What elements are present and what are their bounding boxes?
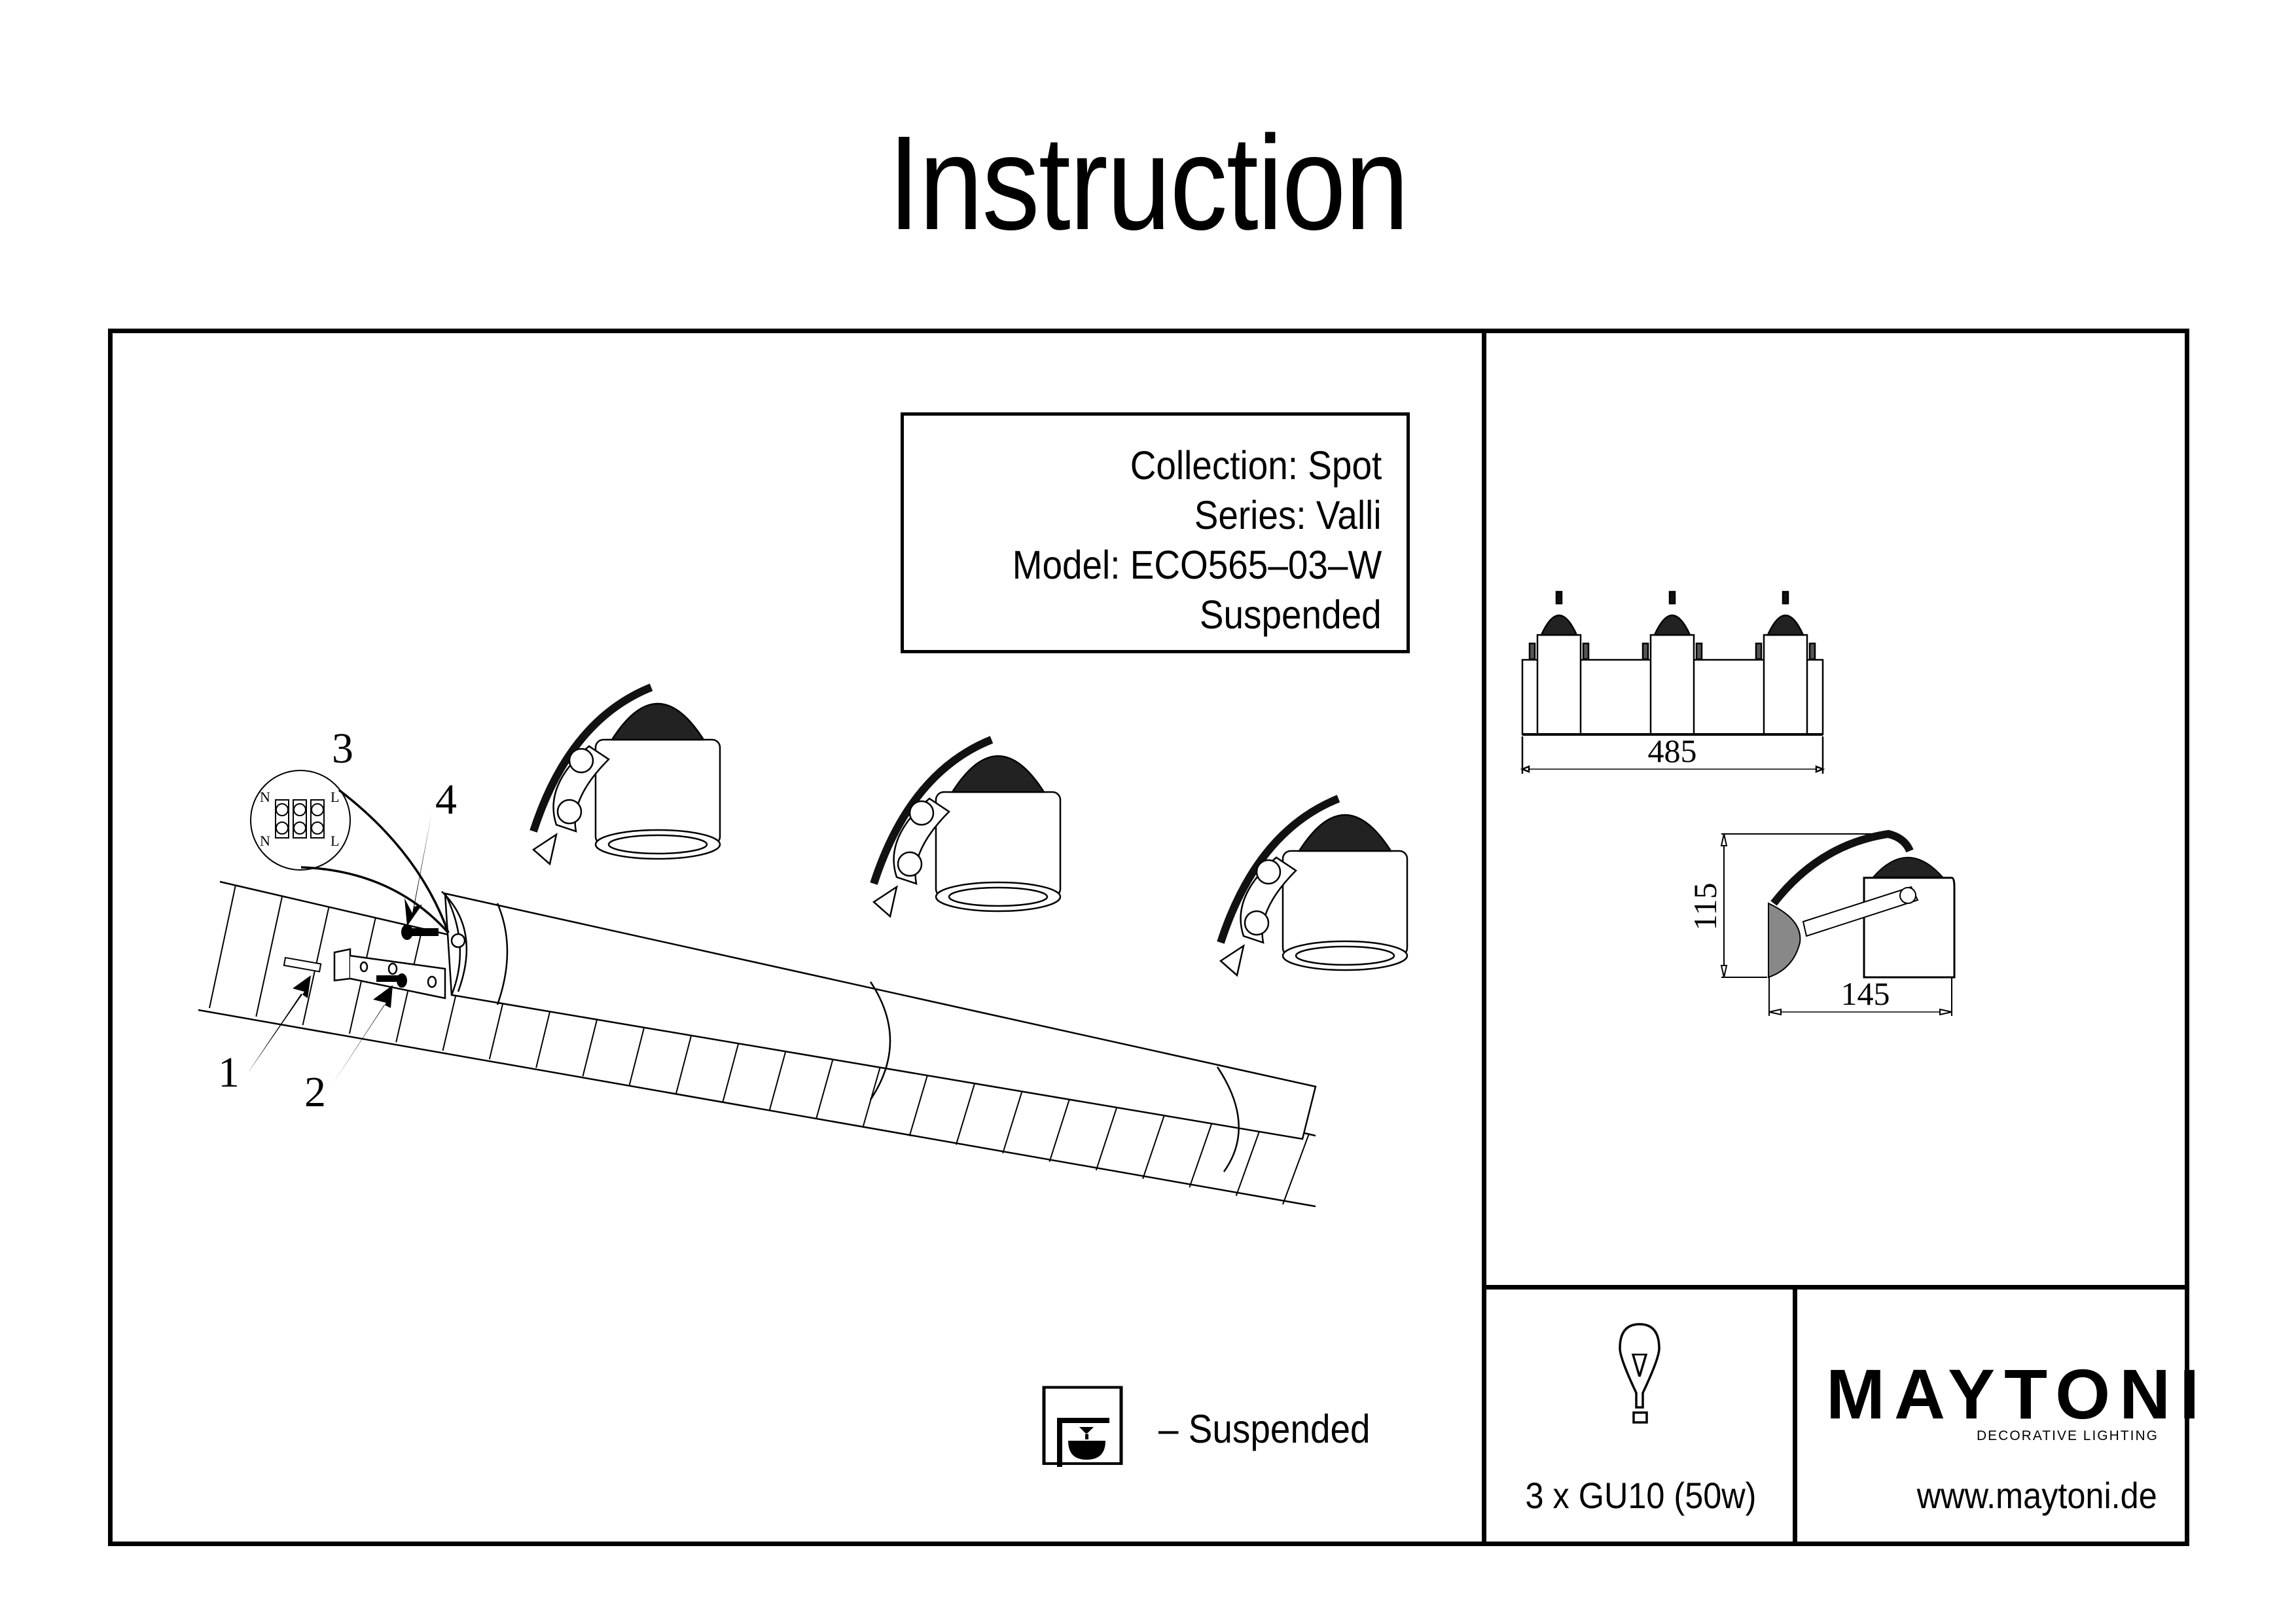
footer-divider-vertical [1793, 1285, 1797, 1546]
front-view-drawing: 485 [1520, 590, 1825, 774]
brand-logo: MAYTONI [1826, 1354, 2209, 1434]
brand-tagline: DECORATIVE LIGHTING [1977, 1428, 2159, 1443]
width-dimension: 485 [1648, 732, 1697, 769]
terminal-block-detail [250, 770, 450, 934]
depth-dimension: 145 [1841, 975, 1890, 1012]
callout-3: 3 [332, 725, 353, 772]
mounting-label: Suspended [1200, 592, 1382, 637]
callout-4: 4 [435, 776, 457, 823]
terminal-l-bottom: L [331, 833, 339, 849]
legend-label: – Suspended [1158, 1407, 1371, 1451]
screw-2 [376, 973, 407, 988]
hatch-line [1282, 1133, 1310, 1205]
light-bulb-icon [1619, 1323, 1660, 1424]
spotlight-3 [1217, 795, 1408, 977]
side-view-drawing: 145 115 [1687, 829, 1956, 1016]
spotlight-2 [870, 736, 1062, 918]
height-dimension: 115 [1687, 882, 1723, 930]
suspended-mount-icon [1042, 1386, 1123, 1467]
hatch-line [209, 884, 236, 1009]
website-link[interactable]: www.maytoni.de [1917, 1475, 2157, 1516]
front-head-3 [1755, 590, 1816, 736]
rail-body [444, 892, 1317, 1172]
callout-2: 2 [304, 1068, 326, 1116]
arrow-2 [332, 985, 393, 1085]
panel-divider-horizontal [1482, 1285, 2189, 1290]
callout-1: 1 [218, 1049, 240, 1096]
lamp-spec: 3 x GU10 (50w) [1525, 1475, 1757, 1516]
callout-arrows [247, 812, 432, 1085]
outer-frame [108, 329, 2189, 1546]
series-label: Series: Valli [1194, 493, 1382, 537]
wall-plug-1 [283, 956, 322, 973]
arrow-1 [247, 975, 311, 1074]
arrow-4 [404, 812, 432, 926]
front-head-1 [1528, 590, 1590, 736]
page-title: Instruction [888, 108, 1409, 258]
terminal-n-bottom: N [260, 833, 270, 849]
screw-4 [401, 924, 439, 940]
product-info-box: Collection: Spot Series: Valli Model: EC… [901, 412, 1410, 653]
hatch-line [1235, 1123, 1263, 1197]
hatch-line [1189, 1111, 1217, 1188]
terminal-l-top: L [331, 789, 339, 805]
model-label: Model: ECO565–03–W [1012, 543, 1382, 587]
assembly-illustration: N N L L 3 4 1 2 [198, 683, 1408, 1208]
hatch-line [255, 895, 283, 1017]
spotlight-1 [529, 683, 721, 866]
panel-divider-vertical [1482, 329, 1486, 1546]
collection-label: Collection: Spot [1130, 443, 1382, 488]
front-head-2 [1641, 590, 1703, 736]
terminal-n-top: N [260, 789, 270, 805]
